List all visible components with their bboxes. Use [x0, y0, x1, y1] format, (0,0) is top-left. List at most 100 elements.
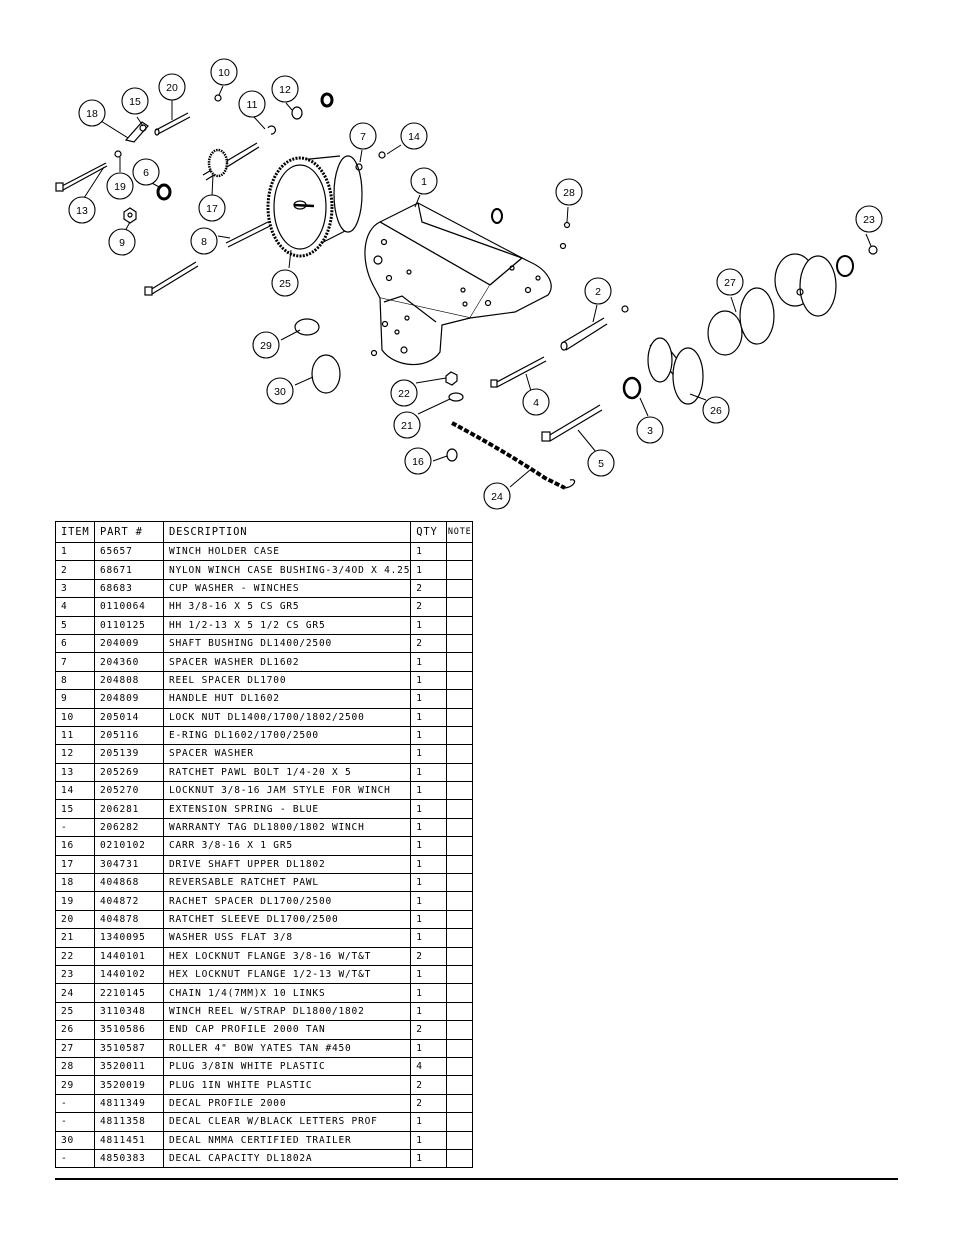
qty-cell: 1	[410, 1038, 448, 1058]
chain	[451, 421, 576, 490]
part-number-cell: 4850383	[94, 1148, 164, 1169]
callout-label: 16	[412, 456, 424, 468]
item-cell: 8	[55, 670, 95, 691]
description-cell: HANDLE HUT DL1602	[162, 689, 412, 709]
callout-28: 28	[555, 178, 583, 206]
bushing-and-bolts	[490, 317, 608, 442]
item-cell: 24	[55, 983, 95, 1003]
item-cell: 26	[55, 1020, 95, 1040]
part-number-cell: 205270	[94, 781, 164, 801]
description-cell: WARRANTY TAG DL1800/1802 WINCH	[162, 817, 412, 838]
part-number-cell: 204360	[94, 652, 164, 672]
description-cell: DECAL CLEAR W/BLACK LETTERS PROF	[162, 1112, 412, 1132]
description-cell: WINCH REEL W/STRAP DL1800/1802	[162, 1001, 412, 1022]
callout-label: 5	[598, 458, 604, 470]
qty-cell: 1	[410, 928, 448, 948]
note-cell	[446, 707, 474, 727]
winch-holder-case	[364, 202, 552, 366]
part-number-cell: 3520019	[94, 1075, 164, 1095]
note-cell	[446, 891, 474, 911]
item-cell: 6	[55, 633, 95, 654]
note-cell	[446, 670, 474, 691]
item-cell: -	[55, 1112, 95, 1132]
callout-label: 20	[166, 82, 178, 94]
note-cell	[446, 597, 474, 617]
qty-cell: 2	[410, 597, 448, 617]
callout-7: 7	[349, 122, 377, 150]
note-cell	[446, 928, 474, 948]
callout-17: 17	[198, 194, 226, 222]
callout-label: 22	[398, 388, 410, 400]
note-cell	[446, 615, 474, 635]
callout-label: 7	[360, 131, 366, 143]
qty-cell: 1	[410, 1130, 448, 1150]
item-cell: 7	[55, 652, 95, 672]
qty-cell: 1	[410, 725, 448, 746]
note-cell	[446, 781, 474, 801]
part-number-cell: 1340095	[94, 928, 164, 948]
qty-cell: 2	[410, 1075, 448, 1095]
item-cell: 10	[55, 707, 95, 727]
callout-label: 14	[408, 131, 420, 143]
note-cell	[446, 1112, 474, 1132]
qty-cell: 1	[410, 799, 448, 819]
callout-label: 24	[491, 491, 503, 503]
item-cell: 23	[55, 964, 95, 985]
part-number-cell: 404878	[94, 909, 164, 930]
callout-29: 29	[252, 331, 280, 359]
qty-cell: 1	[410, 909, 448, 930]
description-cell: DECAL CAPACITY DL1802A	[162, 1148, 412, 1169]
callout-26: 26	[702, 396, 730, 424]
qty-cell: 1	[410, 670, 448, 691]
item-cell: 1	[55, 541, 95, 562]
qty-cell: 1	[410, 964, 448, 985]
description-cell: REVERSABLE RATCHET PAWL	[162, 873, 412, 893]
callout-label: 30	[274, 386, 286, 398]
description-cell: HH 1/2-13 X 5 1/2 CS GR5	[162, 615, 412, 635]
part-number-cell: 4811349	[94, 1093, 164, 1114]
part-number-cell: 404872	[94, 891, 164, 911]
item-cell: -	[55, 817, 95, 838]
part-number-cell: 3110348	[94, 1001, 164, 1022]
qty-cell: 1	[410, 873, 448, 893]
description-cell: LOCK NUT DL1400/1700/1802/2500	[162, 707, 412, 727]
description-cell: EXTENSION SPRING - BLUE	[162, 799, 412, 819]
part-number-cell: 3510587	[94, 1038, 164, 1058]
part-number-cell: 68683	[94, 578, 164, 599]
note-cell	[446, 1020, 474, 1040]
header-description: DESCRIPTION	[162, 521, 412, 543]
note-cell	[446, 652, 474, 672]
qty-cell: 2	[410, 633, 448, 654]
qty-cell: 2	[410, 1020, 448, 1040]
note-cell	[446, 1038, 474, 1058]
callout-6: 6	[132, 158, 160, 186]
end-caps-and-roller	[622, 253, 837, 405]
note-cell	[446, 817, 474, 838]
item-cell: 14	[55, 781, 95, 801]
description-cell: END CAP PROFILE 2000 TAN	[162, 1020, 412, 1040]
note-cell	[446, 578, 474, 599]
qty-cell: 1	[410, 652, 448, 672]
qty-cell: 1	[410, 983, 448, 1003]
callout-label: 26	[710, 405, 722, 417]
description-cell: WASHER USS FLAT 3/8	[162, 928, 412, 948]
description-cell: NYLON WINCH CASE BUSHING-3/4OD X 4.25	[162, 560, 412, 580]
part-number-cell: 4811451	[94, 1130, 164, 1150]
callout-18: 18	[78, 99, 106, 127]
washers-nuts	[114, 92, 878, 462]
callout-15: 15	[121, 87, 149, 115]
part-number-cell: 404868	[94, 873, 164, 893]
